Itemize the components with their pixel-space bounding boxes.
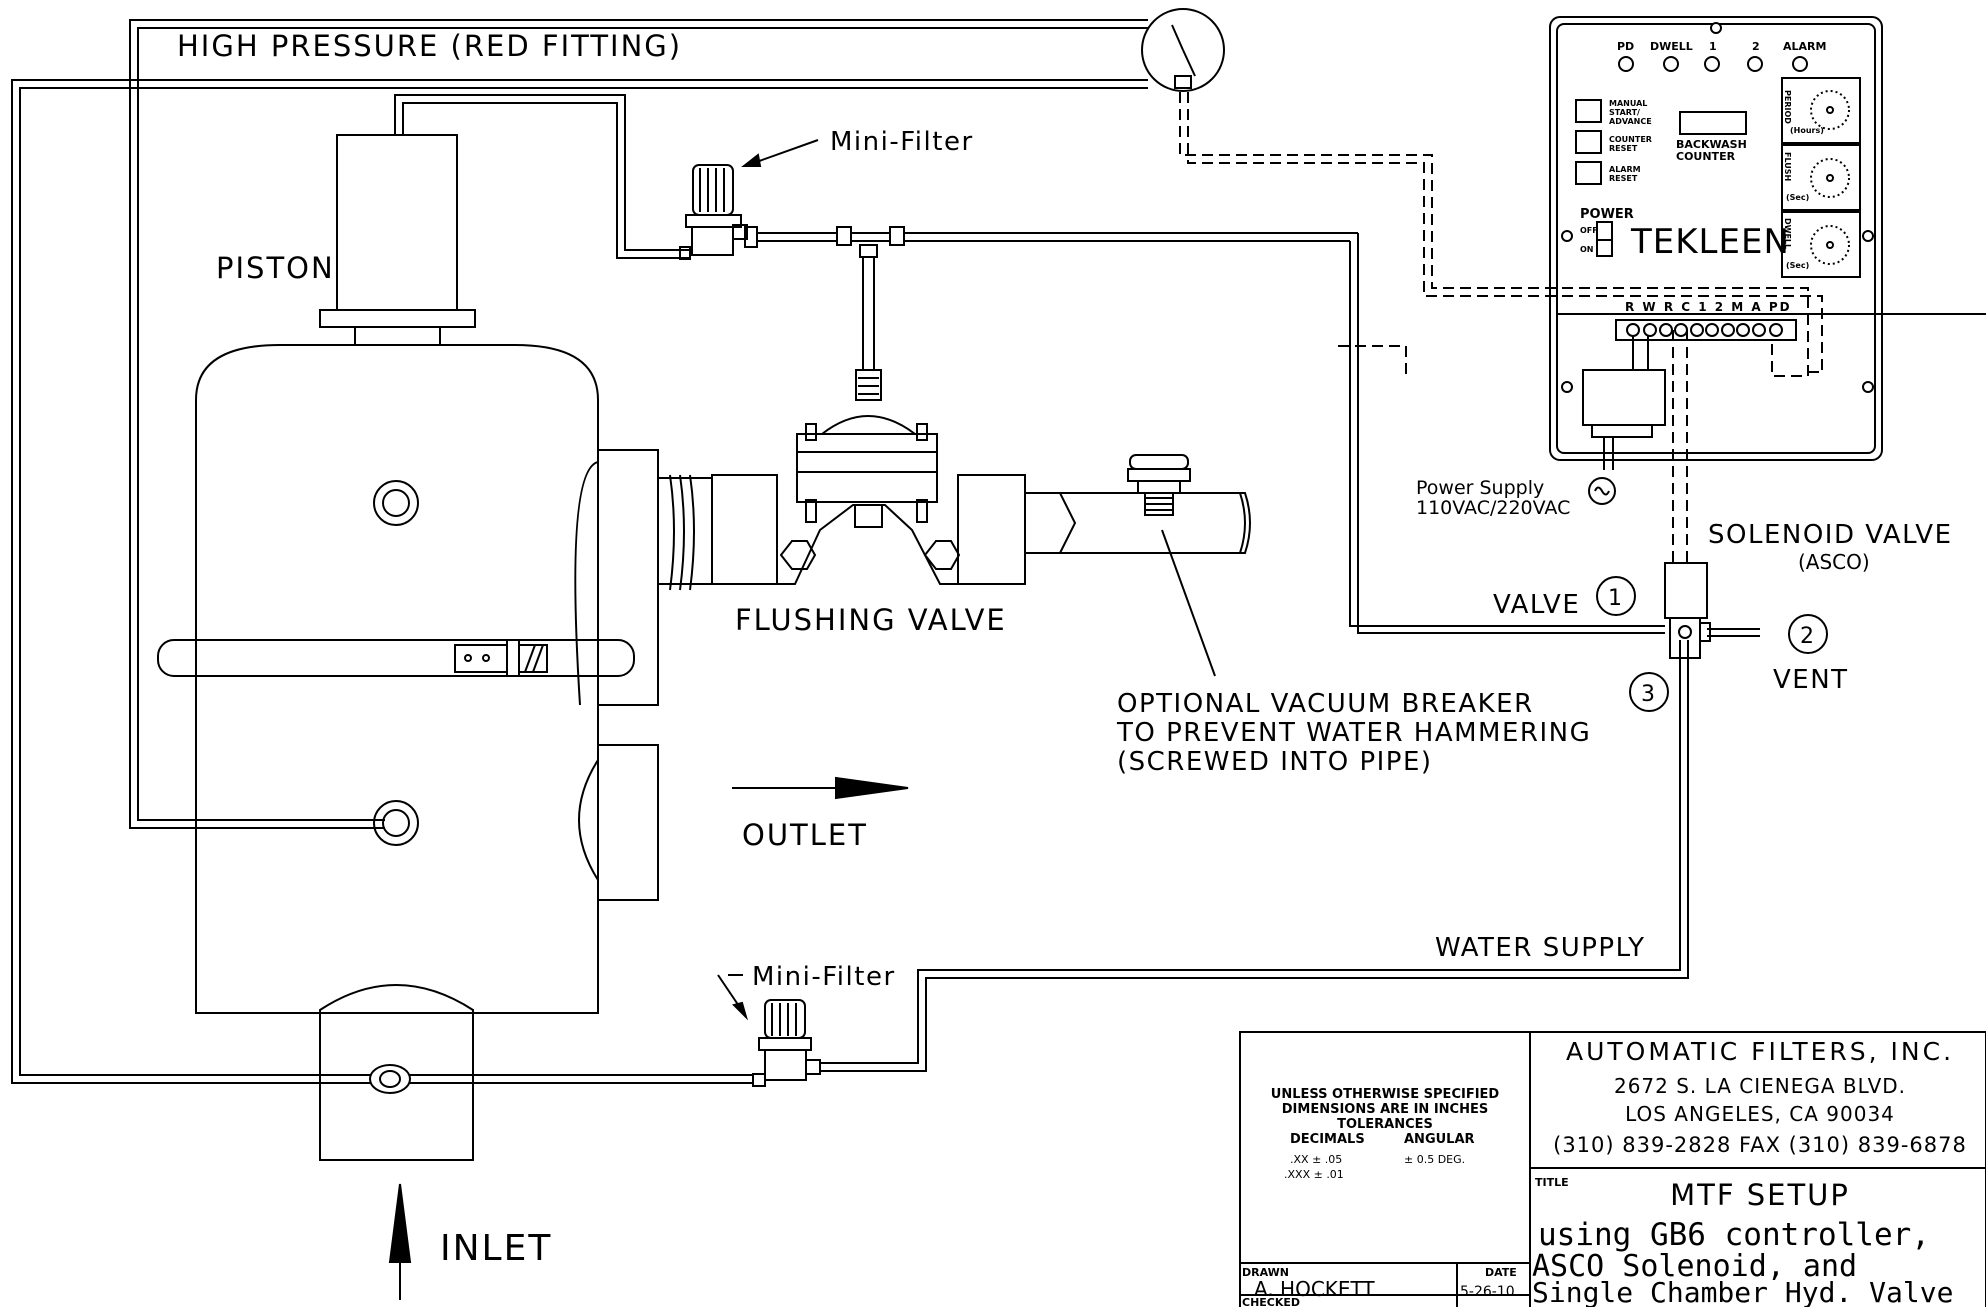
backwash-counter-label-1: BACKWASH [1676,138,1747,151]
dial-dwell-label: DWELL [1783,218,1792,249]
date-value: 5-26-10 [1460,1284,1515,1300]
company-name: AUTOMATIC FILTERS, INC. [1566,1037,1954,1066]
manual-start-label-3: ADVANCE [1609,117,1652,126]
indicator-2-label: 2 [1752,40,1760,53]
power-supply-voltage: 110VAC/220VAC [1416,497,1570,519]
date-label: DATE [1485,1266,1517,1279]
indicator-pd-label: PD [1617,40,1634,53]
dial-flush-units: (Sec) [1786,193,1809,202]
valve-label: VALVE [1493,590,1580,620]
vacuum-breaker-line-3: (SCREWED INTO PIPE) [1117,747,1433,777]
mini-filter-bottom [752,999,821,1087]
mini-filter-top [679,164,748,260]
angular-header: ANGULAR [1404,1132,1475,1147]
backwash-counter-label-2: COUNTER [1676,150,1736,163]
title-label: TITLE [1535,1176,1569,1189]
alarm-reset-label-2: RESET [1609,174,1638,183]
high-pressure-label: HIGH PRESSURE (RED FITTING) [177,29,682,63]
dial-dwell-units: (Sec) [1786,261,1809,270]
tolerance-line-3: TOLERANCES [1337,1117,1433,1132]
indicator-1-label: 1 [1709,40,1717,53]
decimals-header: DECIMALS [1290,1132,1365,1147]
terminal-labels: R W R C 1 2 M A PD [1625,300,1792,314]
dial-period-units: (Hours) [1790,126,1824,135]
manual-start-label-2: START/ [1609,108,1640,117]
drawing-title: MTF SETUP [1670,1178,1850,1212]
tekleen-controller [1549,16,1986,470]
company-address-2: LOS ANGELES, CA 90034 [1625,1102,1895,1126]
control-wiring [1179,92,1823,563]
power-on-label: ON [1580,245,1594,254]
flushing-valve-label: FLUSHING VALVE [735,603,1007,637]
filter-vessel [157,134,659,1161]
title-block-frame [1239,1031,1986,1307]
counter-reset-label-2: RESET [1609,144,1638,153]
dial-period-label: PERIOD [1783,90,1792,124]
power-off-label: OFF [1580,226,1598,235]
drawn-label: DRAWN [1242,1266,1289,1279]
angular-value: ± 0.5 DEG. [1404,1153,1465,1166]
drawing-subtitle-1: using GB6 controller, [1538,1217,1930,1253]
counter-reset-label-1: COUNTER [1609,135,1652,144]
manual-start-label-1: MANUAL [1609,99,1647,108]
solenoid-valve-label: SOLENOID VALVE [1708,520,1953,550]
valve-port-2 [1788,614,1828,654]
indicator-alarm-label: ALARM [1783,40,1826,53]
port-3-label: 3 [1641,682,1657,707]
valve-port-1 [1596,576,1636,616]
mini-filter-top-label: Mini-Filter [830,127,974,157]
company-address-1: 2672 S. LA CIENEGA BLVD. [1614,1074,1906,1098]
checked-label: CHECKED [1242,1296,1300,1307]
port-2-label: 2 [1800,624,1816,649]
drawing-subtitle-3: Single Chamber Hyd. Valve [1532,1276,1953,1307]
tekleen-brand: TEKLEEN [1630,222,1790,262]
vent-label: VENT [1773,665,1849,695]
drawing-subtitle-2: ASCO Solenoid, and [1532,1249,1857,1284]
piston-label: PISTON [216,251,335,285]
mini-filter-bottom-label: Mini-Filter [752,962,896,992]
solenoid-valve [1664,562,1760,659]
tolerance-line-2: DIMENSIONS ARE IN INCHES [1282,1102,1488,1117]
vacuum-breaker-line-2: TO PREVENT WATER HAMMERING [1116,718,1591,748]
tolerance-line-1: UNLESS OTHERWISE SPECIFIED [1271,1087,1500,1102]
inlet-label: INLET [440,1228,552,1269]
piston-tube [394,94,690,251]
drawn-by: A. HOCKETT [1254,1277,1375,1301]
pressure-gauge [1141,8,1225,92]
company-phone: (310) 839-2828 FAX (310) 839-6878 [1553,1133,1967,1157]
decimals-xxx: .XXX ± .01 [1284,1168,1344,1181]
dial-flush-label: FLUSH [1783,152,1792,181]
valve-port-3 [1629,672,1669,712]
port-1-label: 1 [1608,586,1624,611]
alarm-reset-label-1: ALARM [1609,165,1641,174]
outlet-label: OUTLET [742,818,868,852]
water-supply-label: WATER SUPPLY [1435,933,1646,963]
power-supply-label: Power Supply [1416,477,1544,499]
inlet-sensing-tube [11,79,1148,1084]
vacuum-breaker-line-1: OPTIONAL VACUUM BREAKER [1117,689,1534,719]
power-label: POWER [1580,207,1634,222]
indicator-dwell-label: DWELL [1650,40,1693,53]
decimals-xx: .XX ± .05 [1290,1153,1342,1166]
high-pressure-tube [129,19,1148,829]
flushing-valve [657,415,1251,591]
solenoid-brand-label: (ASCO) [1798,550,1870,574]
